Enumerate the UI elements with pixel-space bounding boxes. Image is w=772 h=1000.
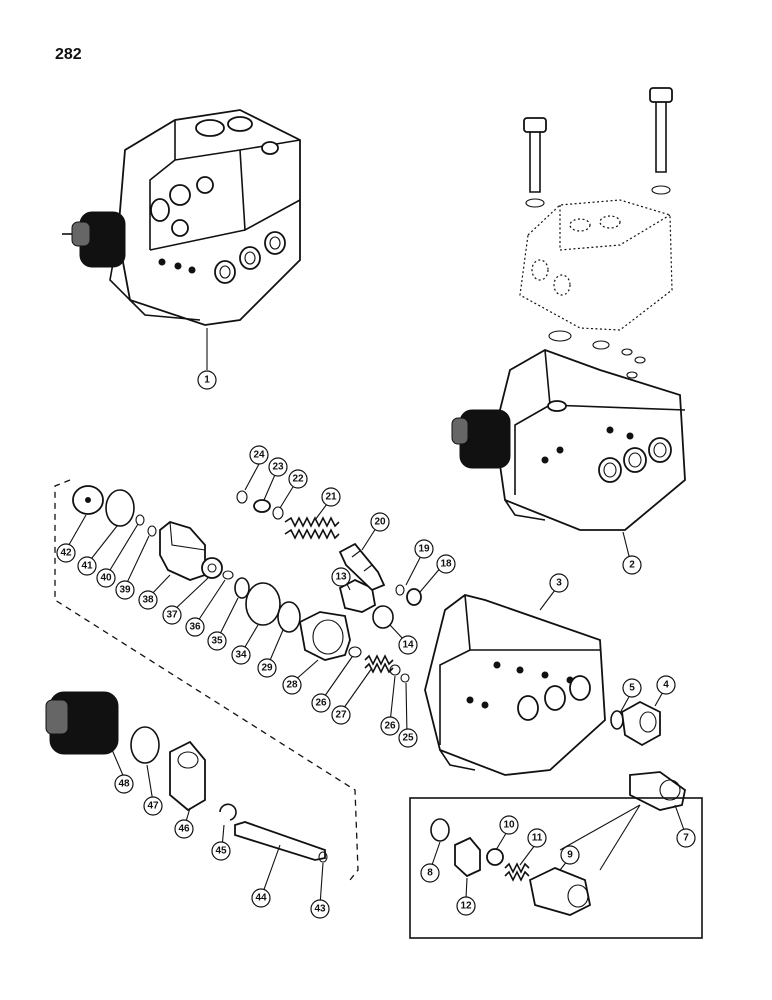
- callout-number: 14: [402, 640, 414, 651]
- callout-number: 10: [503, 820, 515, 831]
- callout-10: 10: [499, 815, 519, 835]
- callout-number: 22: [292, 474, 304, 485]
- callout-22: 22: [288, 469, 308, 489]
- callout-number: 48: [118, 779, 130, 790]
- callout-41: 41: [77, 556, 97, 576]
- callout-number: 42: [60, 548, 72, 559]
- callout-43: 43: [310, 899, 330, 919]
- callout-47: 47: [143, 796, 163, 816]
- callout-9: 9: [560, 845, 580, 865]
- exploded-parts: [45, 485, 703, 939]
- callout-18: 18: [436, 554, 456, 574]
- callout-42: 42: [56, 543, 76, 563]
- callout-number: 18: [440, 559, 452, 570]
- callout-20: 20: [370, 512, 390, 532]
- callout-11: 11: [527, 828, 547, 848]
- callout-26-b: 26: [380, 716, 400, 736]
- callout-number: 5: [629, 683, 635, 694]
- callout-number: 21: [325, 492, 337, 503]
- callout-1: 1: [197, 370, 217, 390]
- callout-number: 34: [235, 650, 247, 661]
- callout-8: 8: [420, 863, 440, 883]
- callout-12: 12: [456, 896, 476, 916]
- callout-number: 44: [255, 893, 267, 904]
- callout-19: 19: [414, 539, 434, 559]
- callout-35: 35: [207, 631, 227, 651]
- callout-27: 27: [331, 705, 351, 725]
- callout-number: 4: [663, 680, 669, 691]
- callout-number: 9: [567, 850, 573, 861]
- valve-assembly-1: [62, 109, 301, 370]
- callout-number: 19: [418, 544, 430, 555]
- callout-number: 23: [272, 462, 284, 473]
- callout-number: 3: [556, 578, 562, 589]
- callout-23: 23: [268, 457, 288, 477]
- callout-26: 26: [311, 693, 331, 713]
- callout-40: 40: [96, 568, 116, 588]
- callout-number: 24: [253, 450, 265, 461]
- callout-number: 11: [532, 833, 543, 844]
- callout-14: 14: [398, 635, 418, 655]
- callout-number: 7: [683, 833, 689, 844]
- callout-28: 28: [282, 675, 302, 695]
- callout-2: 2: [622, 555, 642, 575]
- callout-number: 40: [100, 573, 112, 584]
- callout-44: 44: [251, 888, 271, 908]
- callout-39: 39: [115, 580, 135, 600]
- callout-number: 28: [286, 680, 298, 691]
- callout-number: 2: [629, 560, 635, 571]
- callout-4: 4: [656, 675, 676, 695]
- callout-number: 46: [178, 824, 190, 835]
- callout-45: 45: [211, 841, 231, 861]
- valve-assembly-2: [451, 87, 686, 561]
- callout-number: 20: [374, 517, 386, 528]
- callout-7: 7: [676, 828, 696, 848]
- callout-34: 34: [231, 645, 251, 665]
- callout-number: 27: [335, 710, 347, 721]
- callout-number: 41: [81, 561, 93, 572]
- callout-36: 36: [185, 617, 205, 637]
- callout-number: 38: [142, 595, 154, 606]
- callout-number: 29: [261, 663, 273, 674]
- callout-number: 26: [384, 721, 396, 732]
- callout-number: 35: [211, 636, 223, 647]
- subassembly-group-outline: [54, 479, 359, 881]
- callout-number: 13: [335, 572, 347, 583]
- callout-38: 38: [138, 590, 158, 610]
- callout-5: 5: [622, 678, 642, 698]
- callout-46: 46: [174, 819, 194, 839]
- callout-number: 1: [204, 375, 210, 386]
- callout-24: 24: [249, 445, 269, 465]
- callout-number: 43: [314, 904, 326, 915]
- callout-37: 37: [162, 605, 182, 625]
- callout-29: 29: [257, 658, 277, 678]
- inset-box: [409, 797, 703, 939]
- callout-number: 37: [166, 610, 178, 621]
- callout-number: 8: [427, 868, 433, 879]
- callout-number: 39: [119, 585, 131, 596]
- callout-number: 47: [147, 801, 159, 812]
- page-number: 282: [55, 46, 82, 63]
- callout-number: 45: [215, 846, 227, 857]
- callout-number: 12: [460, 901, 472, 912]
- callout-number: 25: [402, 733, 414, 744]
- callout-13: 13: [331, 567, 351, 587]
- callout-number: 36: [189, 622, 201, 633]
- callout-number: 26: [315, 698, 327, 709]
- callout-48: 48: [114, 774, 134, 794]
- callout-25: 25: [398, 728, 418, 748]
- callout-3: 3: [549, 573, 569, 593]
- leader-lines: [65, 463, 685, 906]
- callout-21: 21: [321, 487, 341, 507]
